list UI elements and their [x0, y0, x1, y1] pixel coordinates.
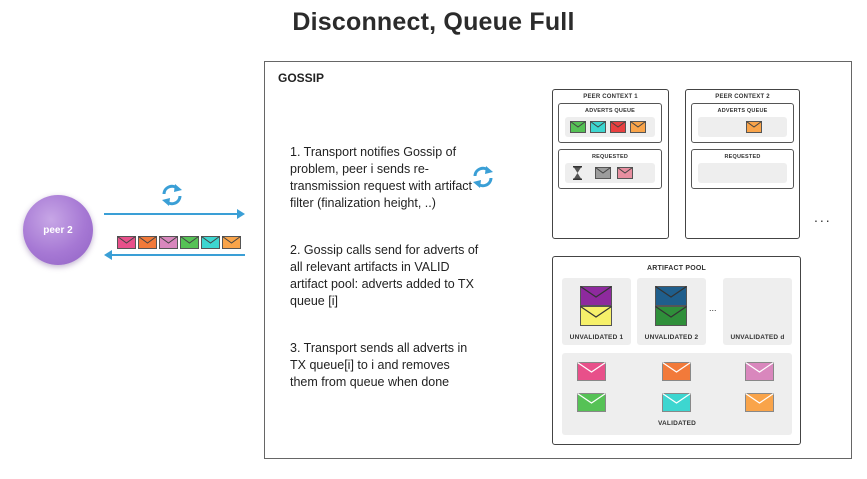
peer-node: peer 2	[23, 195, 93, 265]
envelope-icon	[630, 121, 646, 133]
unvalidated-2: UNVALIDATED 2	[637, 278, 706, 345]
arrow-left-icon	[104, 250, 112, 260]
envelope-icon	[590, 121, 606, 133]
envelope-icon	[662, 362, 691, 381]
envelope-icon	[595, 167, 611, 179]
artifact-pool-title: ARTIFACT POOL	[647, 265, 706, 272]
unvalidated-1: UNVALIDATED 1	[562, 278, 631, 345]
transit-envelopes	[117, 236, 241, 249]
envelope-icon	[159, 236, 178, 249]
requested-2-label: REQUESTED	[724, 154, 761, 160]
adverts-queue-2-label: ADVERTS QUEUE	[717, 108, 768, 114]
adverts-queue-2: ADVERTS QUEUE	[691, 103, 794, 143]
step-2-text: 2. Gossip calls send for adverts of all …	[290, 243, 479, 308]
unvalidated-1-envelopes	[580, 286, 612, 326]
envelope-icon	[180, 236, 199, 249]
artifact-pool: ARTIFACT POOL UNVALIDATED 1 UNVALIDATED …	[552, 256, 801, 445]
requested-2: REQUESTED	[691, 149, 794, 189]
envelope-icon	[577, 393, 606, 412]
unvalidated-d-label: UNVALIDATED d	[730, 334, 785, 341]
envelope-icon	[201, 236, 220, 249]
envelope-icon	[655, 306, 687, 326]
envelope-icon	[222, 236, 241, 249]
unvalidated-ellipsis: ...	[709, 303, 717, 313]
requested-1-envelopes	[595, 167, 633, 179]
adverts-queue-1-envelopes	[570, 121, 646, 133]
step-3-text: 3. Transport sends all adverts in TX que…	[290, 341, 468, 389]
adverts-queue-1: ADVERTS QUEUE	[558, 103, 662, 143]
envelope-icon	[610, 121, 626, 133]
envelope-icon	[580, 286, 612, 306]
envelope-icon	[655, 286, 687, 306]
adverts-queue-1-label: ADVERTS QUEUE	[585, 108, 635, 114]
requested-2-slot	[698, 163, 787, 183]
step-1-text: 1. Transport notifies Gossip of problem,…	[290, 145, 473, 210]
envelope-icon	[580, 306, 612, 326]
envelope-icon	[662, 393, 691, 412]
adverts-queue-2-slot	[698, 117, 787, 137]
validated-envelopes	[577, 362, 774, 412]
peer-label: peer 2	[43, 224, 73, 236]
validated-label: VALIDATED	[657, 420, 697, 427]
envelope-icon	[570, 121, 586, 133]
peer-context-1: PEER CONTEXT 1 ADVERTS QUEUE REQUESTED	[552, 89, 669, 239]
envelope-icon	[745, 362, 774, 381]
envelope-icon	[138, 236, 157, 249]
page-title: Disconnect, Queue Full	[292, 8, 575, 36]
requested-1: REQUESTED	[558, 149, 662, 189]
peer-context-2: PEER CONTEXT 2 ADVERTS QUEUE REQUESTED	[685, 89, 800, 239]
peer-context-1-title: PEER CONTEXT 1	[583, 94, 638, 100]
validated: VALIDATED	[562, 353, 792, 435]
envelope-row	[117, 236, 241, 249]
envelope-icon	[746, 121, 762, 133]
peer-context-2-title: PEER CONTEXT 2	[715, 94, 770, 100]
envelope-icon	[617, 167, 633, 179]
envelope-icon	[577, 362, 606, 381]
envelope-icon	[117, 236, 136, 249]
more-peers-ellipsis: ...	[814, 209, 832, 225]
sync-icon	[162, 184, 182, 206]
requested-1-label: REQUESTED	[591, 154, 629, 160]
arrow-right-line	[104, 213, 238, 215]
unvalidated-2-envelopes	[655, 286, 687, 326]
gossip-box	[264, 61, 852, 459]
envelope-icon	[745, 393, 774, 412]
unvalidated-d: UNVALIDATED d	[723, 278, 792, 345]
arrow-right-icon	[237, 209, 245, 219]
sync-icon	[473, 166, 493, 188]
unvalidated-2-label: UNVALIDATED 2	[644, 334, 699, 341]
hourglass-icon	[573, 166, 582, 180]
arrow-left-line	[111, 254, 245, 256]
gossip-label: GOSSIP	[278, 71, 325, 85]
unvalidated-1-label: UNVALIDATED 1	[569, 334, 624, 341]
